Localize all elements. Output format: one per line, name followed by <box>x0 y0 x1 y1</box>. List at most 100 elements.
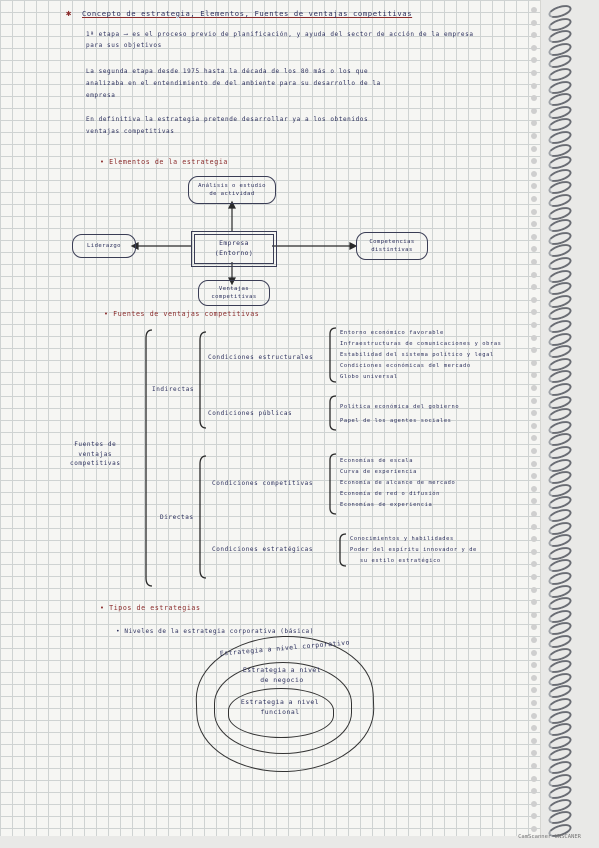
middle-ring-label: Estrategia a nivel de negocio <box>242 666 322 684</box>
sources-heading: • Fuentes de ventajas competitivas <box>104 310 260 318</box>
binding-hole <box>531 800 537 807</box>
list-item: Infraestructuras de comunicaciones y obr… <box>340 341 502 347</box>
binding-hole <box>531 599 537 606</box>
paragraph-1: 1ª etapa ⟶ es el proceso previo de plani… <box>86 31 474 49</box>
binding-hole <box>531 170 537 177</box>
elements-heading: • Elementos de la estrategia <box>100 158 228 166</box>
types-subheading: • Niveles de la estrategia corporativa (… <box>116 628 314 635</box>
binding-hole <box>531 788 537 795</box>
binding-hole <box>531 611 537 618</box>
binding-hole <box>531 586 537 593</box>
watermark: CamScanner UNSCANER <box>518 834 581 840</box>
binding-hole <box>531 145 537 152</box>
binding-hole <box>531 19 537 26</box>
left-box-leadership: Liderazgo <box>72 234 136 258</box>
binding-hole <box>531 309 537 316</box>
binding-hole <box>531 561 537 568</box>
binding-hole <box>531 624 537 631</box>
binding-hole <box>531 32 537 39</box>
list-item: Economía de red o difusión <box>340 491 440 497</box>
binding-hole <box>531 385 537 391</box>
group-competitive-label: Condiciones competitivas <box>212 480 314 487</box>
binding-hole <box>531 221 537 228</box>
binding-hole <box>531 511 537 517</box>
list-item: Estabilidad del sistema político y legal <box>340 352 494 358</box>
binding-hole <box>531 95 537 102</box>
top-box-analysis: Análisis o estudio de actividad <box>188 176 276 204</box>
binding-hole <box>531 448 537 454</box>
list-item: Globo universal <box>340 374 398 380</box>
binding-hole <box>531 473 537 480</box>
group-public-label: Condiciones públicas <box>208 410 293 417</box>
binding-hole <box>531 334 537 341</box>
binding-hole <box>531 271 537 278</box>
binding-hole <box>531 674 537 681</box>
middle-ring <box>214 662 352 754</box>
inner-ring-label: Estrategia a nivel funcional <box>240 698 320 716</box>
sources-root: Fuentes de ventajas competitivas <box>70 441 121 468</box>
binding-hole <box>531 284 537 291</box>
center-box-company: Empresa (Entorno) <box>191 231 277 267</box>
binding-hole <box>531 498 537 505</box>
binding-hole <box>531 826 537 832</box>
binding-hole <box>531 763 537 769</box>
binding-hole <box>531 637 537 643</box>
types-heading: • Tipos de estrategias <box>100 604 201 612</box>
indirect-label: Indirectas <box>152 386 195 393</box>
binding-hole <box>531 737 537 744</box>
list-item: Condiciones económicas del mercado <box>340 363 471 369</box>
binding-hole <box>531 775 537 782</box>
group-structural-label: Condiciones estructurales <box>208 354 314 361</box>
binding-hole <box>531 813 537 820</box>
list-item: Papel de los agentes sociales <box>340 418 452 424</box>
binding-hole <box>531 322 537 328</box>
inner-ring <box>228 688 334 738</box>
paragraph-2-line-1: La segunda etapa desde 1975 hasta la déc… <box>86 68 369 75</box>
paragraph-3-line-1: En definitiva la estrategia pretende des… <box>86 116 369 123</box>
list-item: Economías de escala <box>340 458 414 464</box>
group-strategic-label: Condiciones estratégicas <box>212 546 314 553</box>
binding-hole <box>531 208 537 215</box>
binding-hole <box>531 57 537 64</box>
binding-hole <box>531 158 537 165</box>
binding-hole <box>531 259 537 265</box>
binding-hole <box>531 44 537 51</box>
list-item: Conocimientos y habilidades <box>350 536 454 542</box>
binding-hole <box>531 397 537 404</box>
binding-hole <box>531 7 537 13</box>
binding-hole <box>531 548 537 555</box>
binding-hole <box>531 536 537 543</box>
binding-hole <box>531 107 537 114</box>
list-item: su estilo estratégico <box>360 558 441 564</box>
binding-hole <box>531 700 537 706</box>
bottom-box-advantages: Ventajas competitivas <box>198 280 270 306</box>
binding-hole <box>531 359 537 366</box>
binding-hole <box>531 649 537 656</box>
binding-hole <box>531 70 537 76</box>
binding-hole <box>531 120 537 127</box>
binding-hole <box>531 750 537 757</box>
binding-hole <box>531 574 537 580</box>
paragraph-2-line-3: empresa <box>86 92 116 99</box>
binding-hole <box>531 233 537 240</box>
binding-hole <box>531 246 537 253</box>
binding-hole <box>531 422 537 429</box>
notebook-page: ✱ Concepto de estrategia, Elementos, Fue… <box>0 0 541 836</box>
list-item: Economías de experiencia <box>340 502 433 508</box>
paragraph-2-line-2: analizaba en el entendimiento de del amb… <box>86 80 381 87</box>
binding-hole <box>531 372 537 379</box>
elements-connectors <box>130 200 358 587</box>
binding-hole <box>531 183 537 190</box>
binding-hole <box>531 687 537 694</box>
list-item: Entorno económico favorable <box>340 330 444 336</box>
star-icon: ✱ <box>66 9 73 19</box>
binding-hole <box>531 410 537 417</box>
binding-hole <box>531 133 537 139</box>
paragraph-3-line-2: ventajas competitivas <box>86 128 175 135</box>
binding-hole <box>531 662 537 669</box>
binding-hole <box>531 296 537 303</box>
binding-hole <box>531 523 537 530</box>
binding-hole <box>531 485 537 492</box>
binding-hole <box>531 347 537 354</box>
binding-hole <box>531 196 537 202</box>
